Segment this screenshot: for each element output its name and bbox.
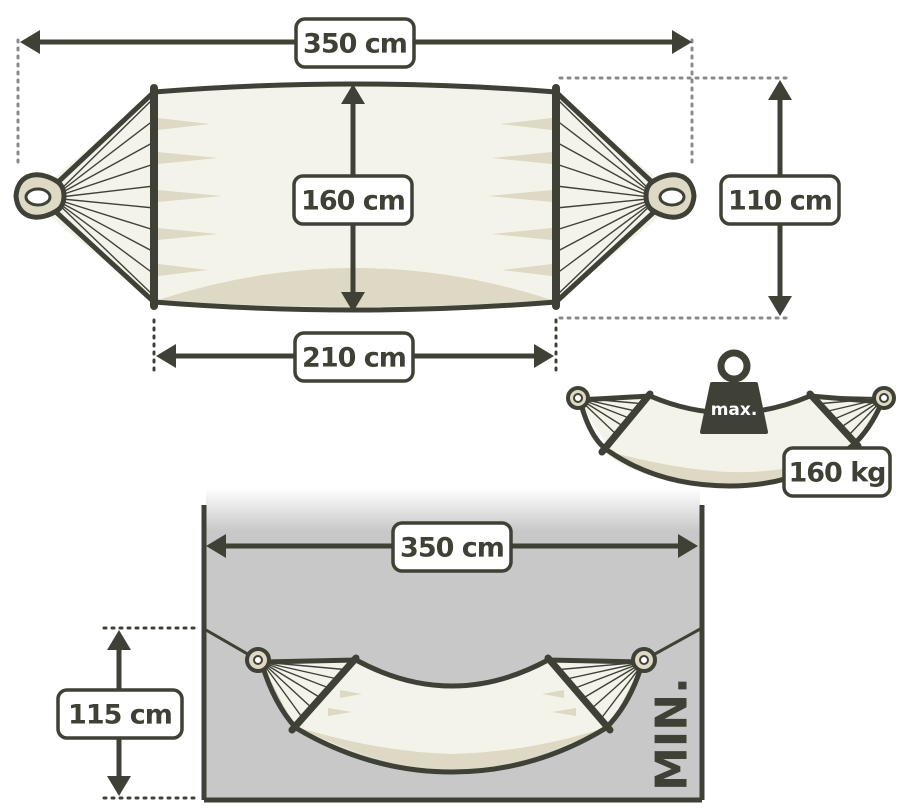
left-strings-area (42, 92, 154, 302)
bed-length-label: 210 cm (302, 343, 406, 374)
dim-height-right: 110 cm (719, 80, 841, 316)
min-height-label: 115 cm (68, 700, 172, 731)
min-tag: MIN. (647, 677, 698, 791)
width-label: 160 cm (301, 186, 405, 217)
dim-span-bottom: 350 cm (206, 521, 698, 573)
weight-icon: max. (700, 349, 768, 434)
dim-total-length: 350 cm (20, 17, 692, 69)
bed-fold-marks (158, 118, 552, 276)
left-outer-strings (54, 90, 156, 304)
weight-tag: max. (711, 400, 758, 420)
hang-inner-top (354, 657, 550, 689)
dim-min-height: 115 cm (56, 626, 198, 800)
right-ring-hole (658, 187, 686, 207)
dim-bed-length: 210 cm (156, 331, 554, 383)
total-length-label: 350 cm (303, 29, 407, 60)
left-ring-hole (24, 187, 52, 207)
hang-outer-outline (259, 663, 645, 775)
bed-bottom-edge (153, 299, 557, 313)
max-weight-hammock: max. 160 kg (566, 349, 896, 498)
height-right-label: 110 cm (728, 186, 832, 217)
left-cords (51, 97, 155, 297)
bed-top-edge (153, 81, 557, 95)
max-weight-label: 160 kg (788, 458, 885, 489)
right-outer-strings (554, 90, 656, 304)
right-strings-area (556, 92, 668, 302)
dim-width: 160 cm (292, 84, 414, 312)
right-cords (555, 97, 659, 297)
span-bottom-label: 350 cm (400, 533, 504, 564)
